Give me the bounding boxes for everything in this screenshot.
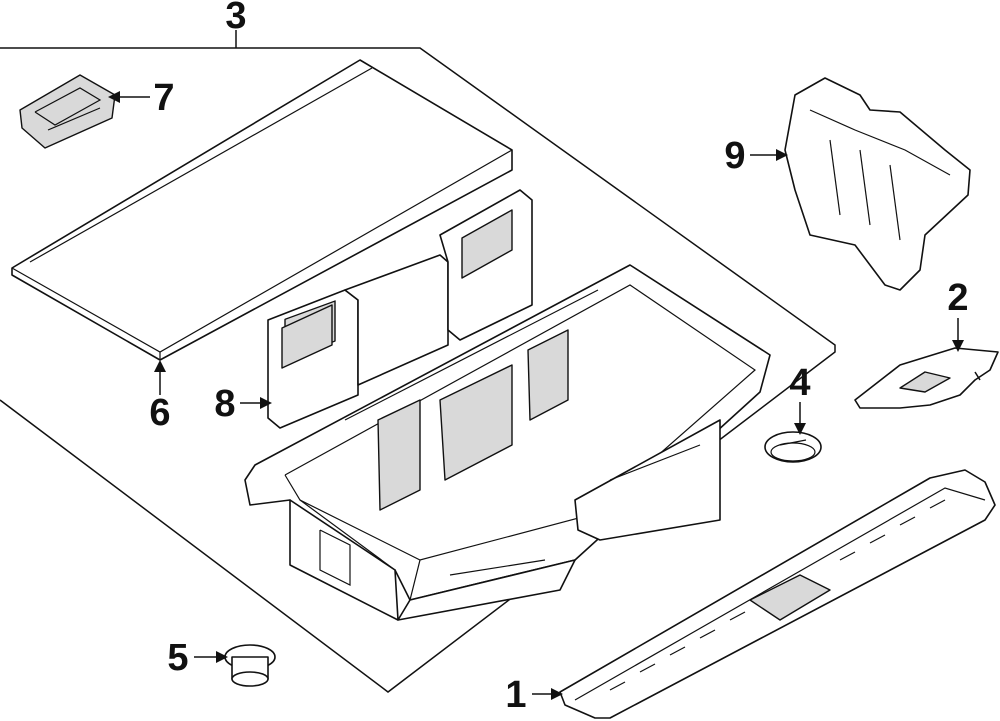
callout-1: 1 [505, 674, 526, 716]
leader-8 [240, 397, 272, 409]
round-plug [764, 431, 822, 463]
leader-9 [750, 149, 788, 161]
assembly-frame [0, 47, 836, 693]
leader-5 [194, 651, 228, 663]
callout-2: 2 [947, 277, 968, 319]
leader-2 [952, 318, 964, 352]
callout-7: 7 [153, 77, 174, 119]
leader-4 [794, 402, 806, 435]
side-trim-panel [784, 77, 971, 291]
cargo-cover-panel [11, 59, 513, 361]
bracket-trim [854, 347, 999, 409]
clip-part [19, 74, 116, 149]
callout-6: 6 [149, 392, 170, 434]
callout-8: 8 [214, 383, 235, 425]
callout-4: 4 [789, 362, 810, 404]
leader-6 [154, 360, 166, 395]
leader-1 [532, 688, 563, 700]
grommet [224, 644, 276, 687]
leader-7 [108, 91, 150, 103]
callout-9: 9 [724, 135, 745, 177]
callout-3: 3 [225, 0, 246, 37]
cargo-tub [244, 264, 771, 621]
callout-5: 5 [167, 637, 188, 679]
scuff-plate [559, 469, 996, 719]
divider-panels [267, 189, 533, 429]
